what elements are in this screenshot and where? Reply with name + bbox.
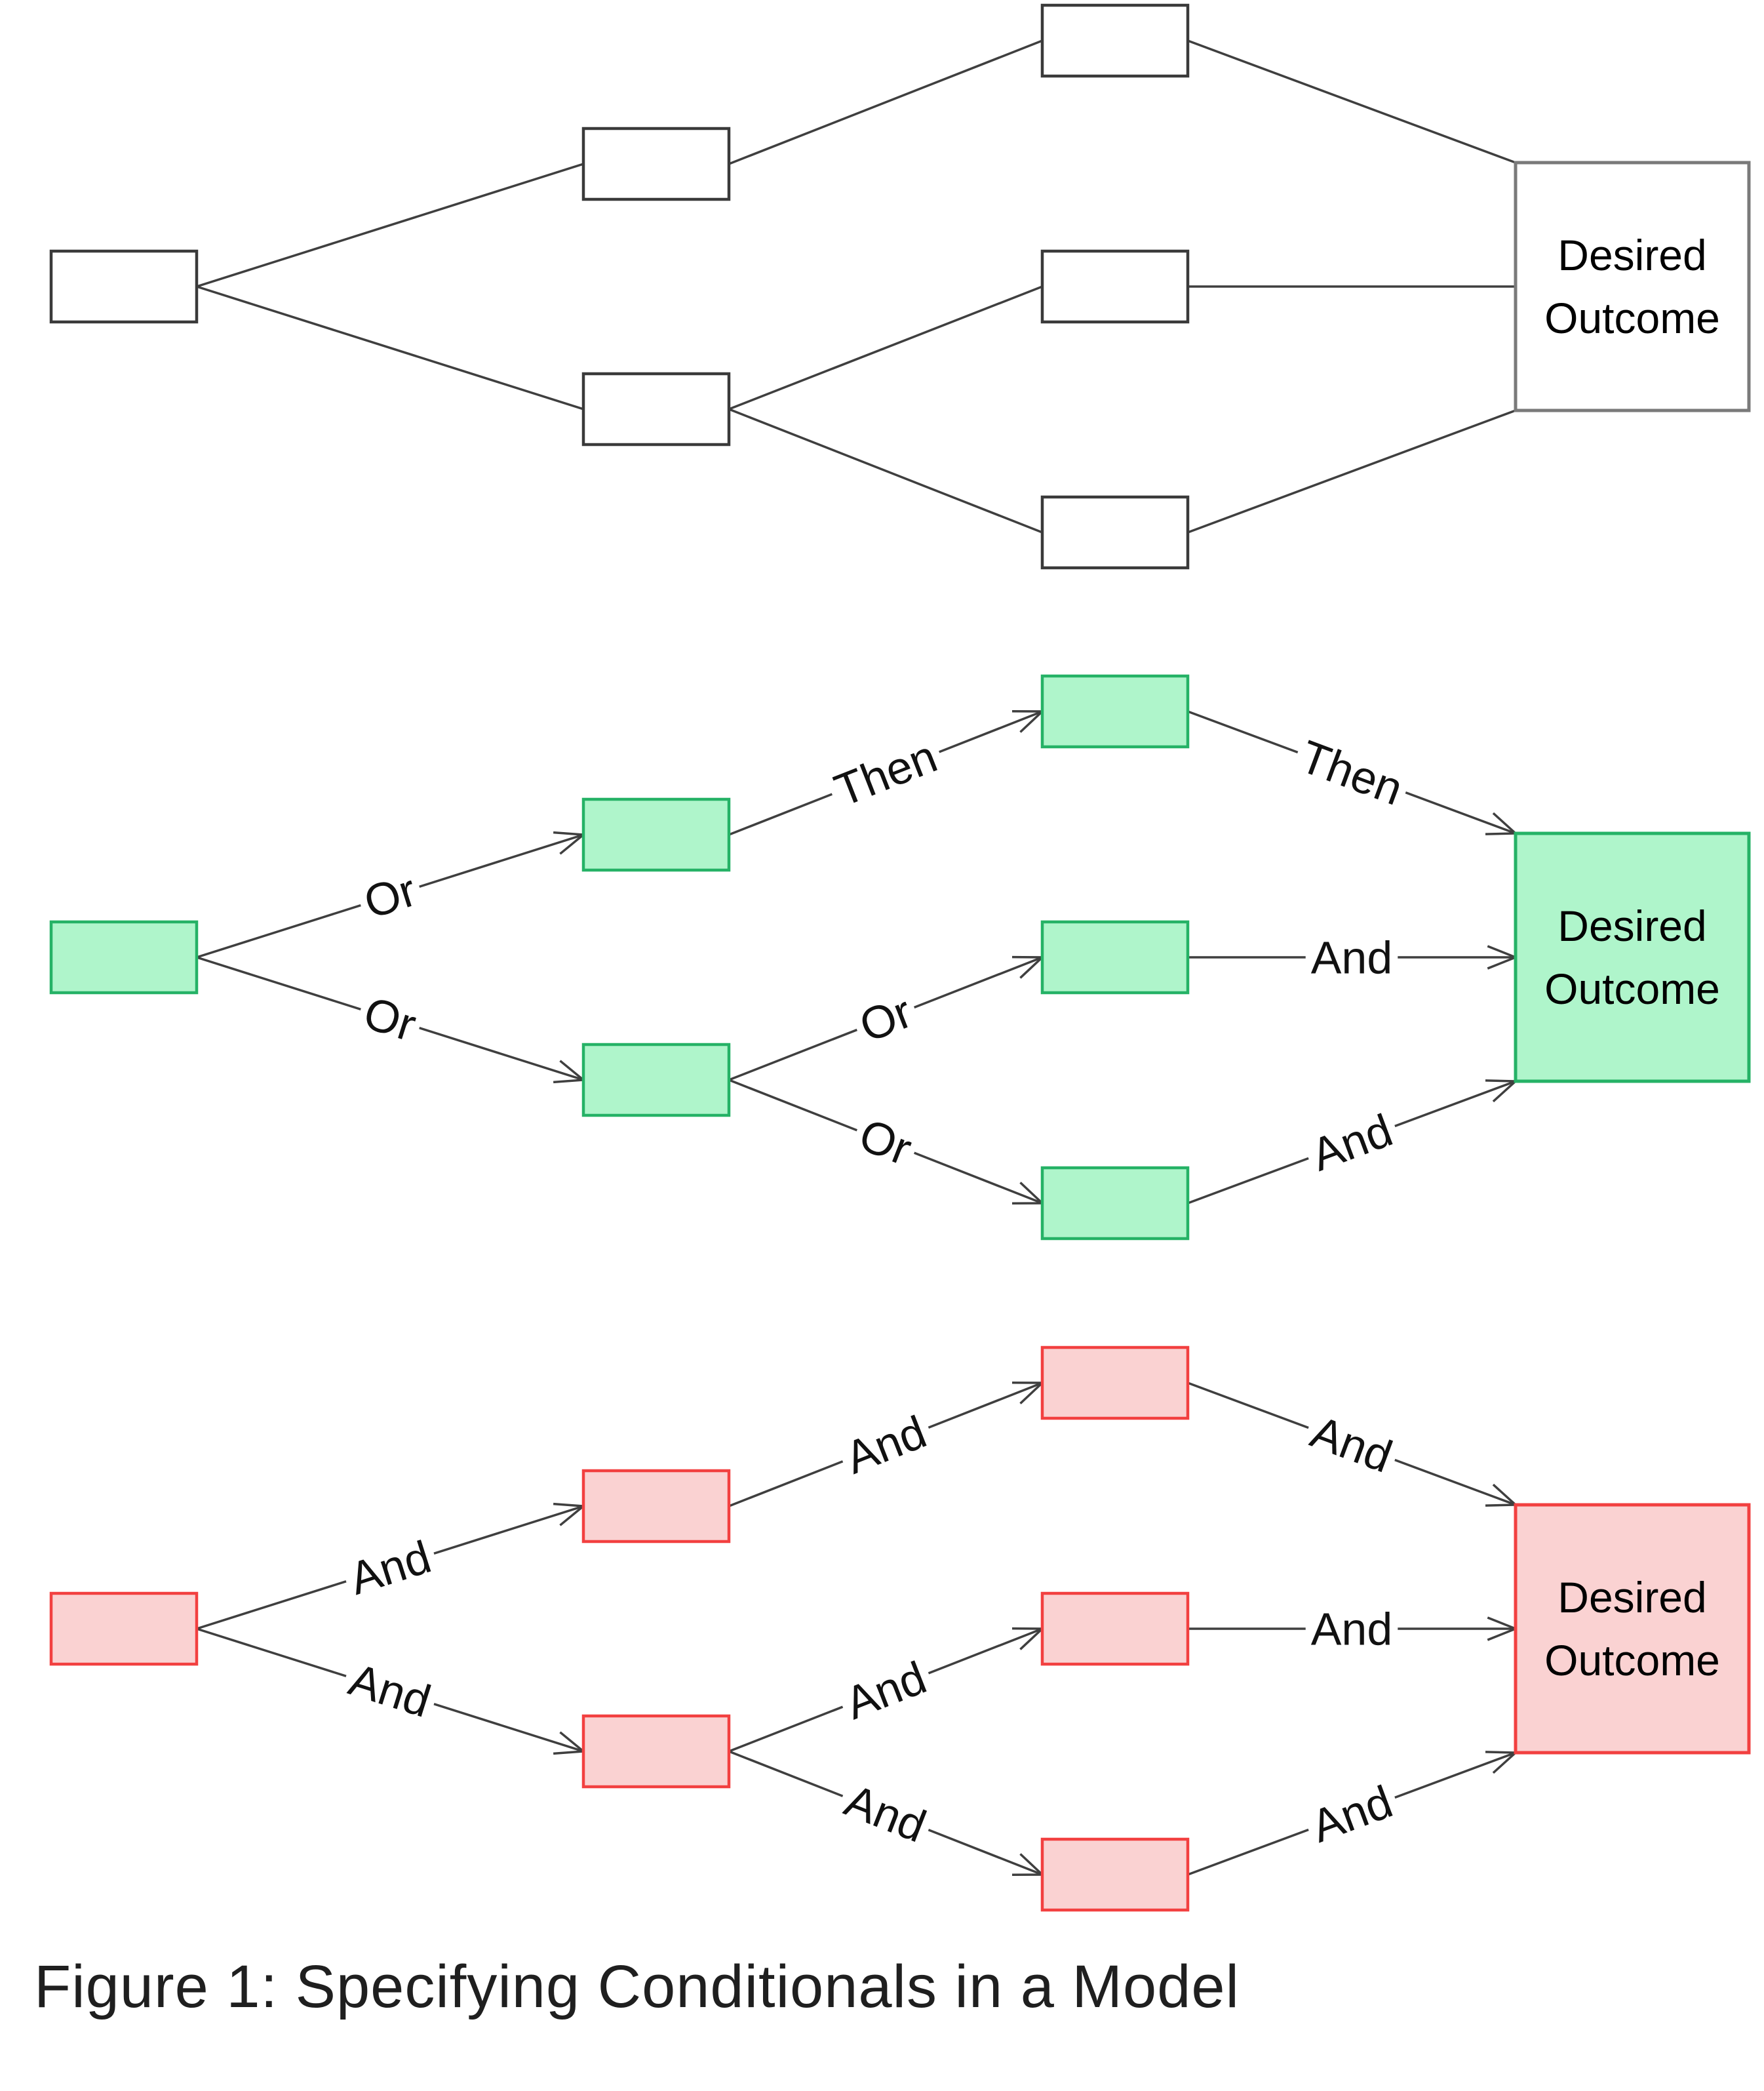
leaf-node-box: [1040, 3, 1190, 78]
edge-label: And: [340, 1531, 440, 1604]
desired-outcome-box: [1514, 831, 1751, 1083]
branch-node-box: [581, 797, 731, 872]
edge-label-text: And: [1304, 1776, 1399, 1852]
leaf-node-box: [1040, 1166, 1190, 1241]
edge-label: And: [1305, 932, 1398, 984]
edge-label-text: And: [838, 1652, 933, 1729]
edge-label: And: [836, 1652, 935, 1729]
edge-label: And: [1302, 1776, 1401, 1852]
leaf-node-box: [1040, 920, 1190, 995]
edge-label: And: [836, 1774, 935, 1852]
edge-label-background: [1305, 1610, 1398, 1648]
edge-label-background: [825, 735, 947, 812]
root-node-box: [49, 920, 199, 995]
edge-label-text: And: [838, 1406, 933, 1483]
edge-label-background: [1302, 1410, 1401, 1478]
branch-node-box: [581, 1714, 731, 1789]
edge-label-text: Then: [828, 730, 944, 816]
leaf-node-box: [1040, 249, 1190, 324]
edge-label-text: And: [343, 1531, 437, 1604]
edge-line: [1187, 409, 1516, 534]
edge-label-text: And: [343, 1654, 437, 1727]
leaf-node-box: [1040, 1591, 1190, 1666]
edge-label-background: [340, 1536, 440, 1599]
leaf-node-box: [1040, 1837, 1190, 1912]
desired-outcome-label-line2: Outcome: [1544, 1636, 1720, 1684]
desired-outcome-label-line1: Desired: [1558, 1573, 1706, 1622]
edge-line: [1187, 39, 1516, 164]
edge-label: Then: [825, 730, 947, 816]
edge-label: And: [1302, 1104, 1401, 1181]
edge-label: And: [836, 1406, 935, 1484]
edge-label-background: [850, 990, 922, 1048]
leaf-node-box: [1040, 1345, 1190, 1420]
leaf-node-box: [1040, 495, 1190, 570]
branch-node-box: [581, 127, 731, 201]
edge-label-text: And: [1304, 1406, 1399, 1483]
edge-label: Or: [850, 1109, 921, 1175]
edge-label-background: [836, 1779, 935, 1848]
desired-outcome-box: [1514, 1503, 1751, 1755]
edge-label-background: [1302, 1109, 1401, 1176]
branch-node-box: [581, 372, 731, 447]
edge-line: [196, 163, 584, 288]
desired-outcome-label-line2: Outcome: [1544, 965, 1720, 1013]
edge-label-background: [836, 1656, 935, 1724]
leaf-node-box: [1040, 674, 1190, 749]
edge-label: And: [1305, 1604, 1398, 1655]
edge-line: [196, 285, 584, 410]
edge-label-text: And: [1311, 932, 1393, 984]
root-node-box: [49, 1591, 199, 1666]
edge-label-background: [1302, 1780, 1401, 1848]
edge-label-text: And: [1304, 1104, 1399, 1181]
edge-label-background: [355, 992, 425, 1046]
desired-outcome-label-line1: Desired: [1558, 231, 1706, 279]
edge-label: Or: [850, 986, 922, 1052]
edge-line: [728, 408, 1043, 534]
edge-label-text: Then: [1293, 730, 1409, 815]
edge-label-background: [836, 1410, 935, 1479]
edge-label-text: And: [1311, 1604, 1393, 1655]
edge-label: Or: [355, 864, 425, 928]
conditional-trees-canvas: DesiredOutcomeDesiredOutcomeOrOrThenOrOr…: [49, 3, 1751, 1912]
desired-outcome-label-line1: Desired: [1558, 902, 1706, 950]
edge-label: Then: [1291, 730, 1412, 815]
desired-outcome-box: [1514, 161, 1751, 412]
edge-label: Or: [355, 987, 425, 1051]
edge-label: And: [340, 1654, 440, 1727]
root-node-box: [49, 249, 199, 324]
edge-label-background: [1305, 939, 1398, 976]
edge-label-background: [340, 1658, 440, 1722]
edge-label-background: [1291, 735, 1412, 810]
desired-outcome-label-line2: Outcome: [1544, 294, 1720, 342]
edge-line: [728, 39, 1043, 165]
figure-caption: Figure 1: Specifying Conditionals in a M…: [34, 1953, 1240, 2020]
edge-label-background: [850, 1113, 921, 1170]
branch-node-box: [581, 1043, 731, 1117]
edge-label: And: [1302, 1406, 1401, 1483]
edge-label-background: [355, 869, 425, 923]
edge-line: [728, 285, 1043, 410]
edge-label-text: And: [838, 1774, 933, 1852]
branch-node-box: [581, 1469, 731, 1543]
